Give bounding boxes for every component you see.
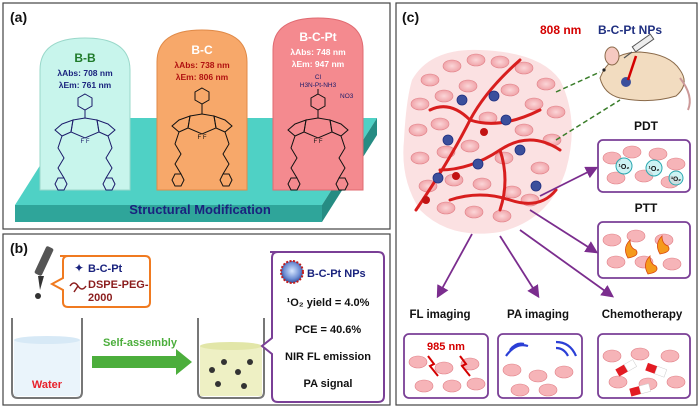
panel-c-label: (c): [402, 9, 419, 25]
nanoparticle-icon: [280, 260, 304, 284]
pill-b-c-pt-em: λEm: 947 nm: [292, 59, 345, 69]
emission-zigzag-2: [459, 355, 471, 377]
o2-symbol-3: ¹O₂: [671, 176, 681, 183]
pill-b-b-em: λEm: 761 nm: [59, 80, 112, 90]
pill-b-b: B-B λAbs: 708 nm λEm: 761 nm F F: [39, 37, 131, 191]
pdt-box: ¹O₂ ¹O₂ ¹O₂: [597, 139, 691, 193]
arrow-to-pa: [499, 235, 540, 299]
panel-a: (a) Structural Modification B-B λAbs: 70…: [2, 2, 391, 230]
self-assembly-arrow: [92, 349, 192, 375]
pill-b-b-title: B-B: [74, 51, 96, 65]
bf2-glyph-b-b: F F: [81, 139, 90, 145]
pt-group-cl: Cl: [315, 74, 322, 81]
dash-connector-top: [555, 71, 601, 93]
arrow-to-fl: [436, 233, 473, 299]
outcome-arrows: [436, 166, 615, 299]
ptt-label: PTT: [635, 201, 658, 215]
pdt-label: PDT: [634, 119, 659, 133]
pill-b-c-abs: λAbs: 738 nm: [174, 60, 230, 70]
syringe-icon: [623, 33, 655, 59]
bf2-glyph-b-c-pt: F F: [314, 139, 323, 145]
pill-b-c-pt-abs: λAbs: 748 nm: [290, 47, 346, 57]
pill-b-c-title: B-C: [191, 43, 213, 57]
pill-b-c-pt: B-C-Pt λAbs: 748 nm λEm: 947 nm Cl H3N-P…: [272, 17, 364, 191]
molecule-b-b-structure: [54, 93, 116, 191]
nps-info-box: B-C-Pt NPs ¹O₂ yield = 4.0% PCE = 40.6% …: [260, 251, 385, 403]
panel-a-label: (a): [10, 9, 27, 25]
tumor-tissue: [403, 49, 572, 234]
ptt-box: [597, 221, 691, 279]
property-pce: PCE = 40.6%: [295, 324, 362, 336]
fl-imaging-label: FL imaging: [409, 309, 470, 321]
molecule-b-c-pt-structure: [287, 89, 349, 191]
laser-label: 808 nm: [540, 23, 581, 37]
laser-beam: [626, 55, 638, 81]
pt-group-nitrate: NO3: [340, 93, 354, 100]
water-beaker: Water: [11, 318, 83, 399]
fl-imaging-box: 985 nm: [403, 333, 489, 399]
arrow-to-chemo: [519, 229, 615, 298]
legend-peg-line1: DSPE-PEG-: [88, 279, 149, 291]
platform-front: [15, 205, 322, 222]
flame-icon-1: [625, 239, 638, 259]
property-nir: NIR FL emission: [285, 351, 371, 363]
chemotherapy-box: [597, 333, 691, 399]
nps-title: B-C-Pt NPs: [307, 268, 366, 280]
pa-wave-icon: [505, 340, 578, 357]
pa-imaging-label: PA imaging: [507, 309, 569, 321]
pa-imaging-box: [497, 333, 583, 399]
pill-b-c: B-C λAbs: 738 nm λEm: 806 nm F F: [156, 29, 248, 191]
emission-zigzag-1: [427, 355, 439, 377]
legend-bcpt: B-C-Pt: [88, 263, 123, 275]
panel-b-label: (b): [10, 240, 28, 256]
flame-icon-3: [645, 255, 658, 275]
o2-symbol-1: ¹O₂: [619, 164, 630, 171]
pill-capsule-icons: [615, 359, 668, 397]
arrow-to-pdt: [539, 166, 599, 197]
panel-c: (c): [395, 2, 698, 406]
pipette-icon: [34, 246, 54, 299]
dash-connector-bottom: [555, 99, 621, 141]
pill-b-c-em: λEm: 806 nm: [176, 72, 229, 82]
property-1o2: ¹O₂ yield = 4.0%: [287, 297, 370, 309]
molecule-b-c-structure: [171, 87, 233, 187]
process-label: Self-assembly: [103, 337, 178, 349]
flame-icon-2: [657, 235, 670, 255]
emission-label: 985 nm: [427, 341, 465, 353]
legend-box: ✦ B-C-Pt DSPE-PEG- 2000: [49, 255, 151, 308]
panel-b: (b) ✦ B-C-Pt DSPE-PEG- 2000 Water Self-a…: [2, 233, 391, 406]
pill-b-b-abs: λAbs: 708 nm: [57, 68, 113, 78]
arrow-to-ptt: [529, 209, 599, 254]
lipid-icon: [69, 282, 87, 293]
o2-symbol-2: ¹O₂: [649, 166, 660, 173]
pill-b-c-pt-title: B-C-Pt: [299, 30, 336, 44]
legend-peg-line2: 2000: [88, 292, 112, 304]
np-beaker: [197, 318, 265, 399]
star-icon: ✦: [74, 261, 84, 275]
pt-group-amine: H3N-Pt-NH3: [300, 82, 337, 89]
bf2-glyph-b-c: F F: [198, 135, 207, 141]
water-label: Water: [32, 379, 63, 391]
blood-vessels: [414, 58, 562, 212]
nps-label-c: B-C-Pt NPs: [598, 23, 662, 37]
platform-label: Structural Modification: [129, 202, 271, 217]
mouse-icon: [599, 46, 691, 111]
chemotherapy-label: Chemotherapy: [602, 309, 683, 321]
property-pa: PA signal: [304, 378, 353, 390]
